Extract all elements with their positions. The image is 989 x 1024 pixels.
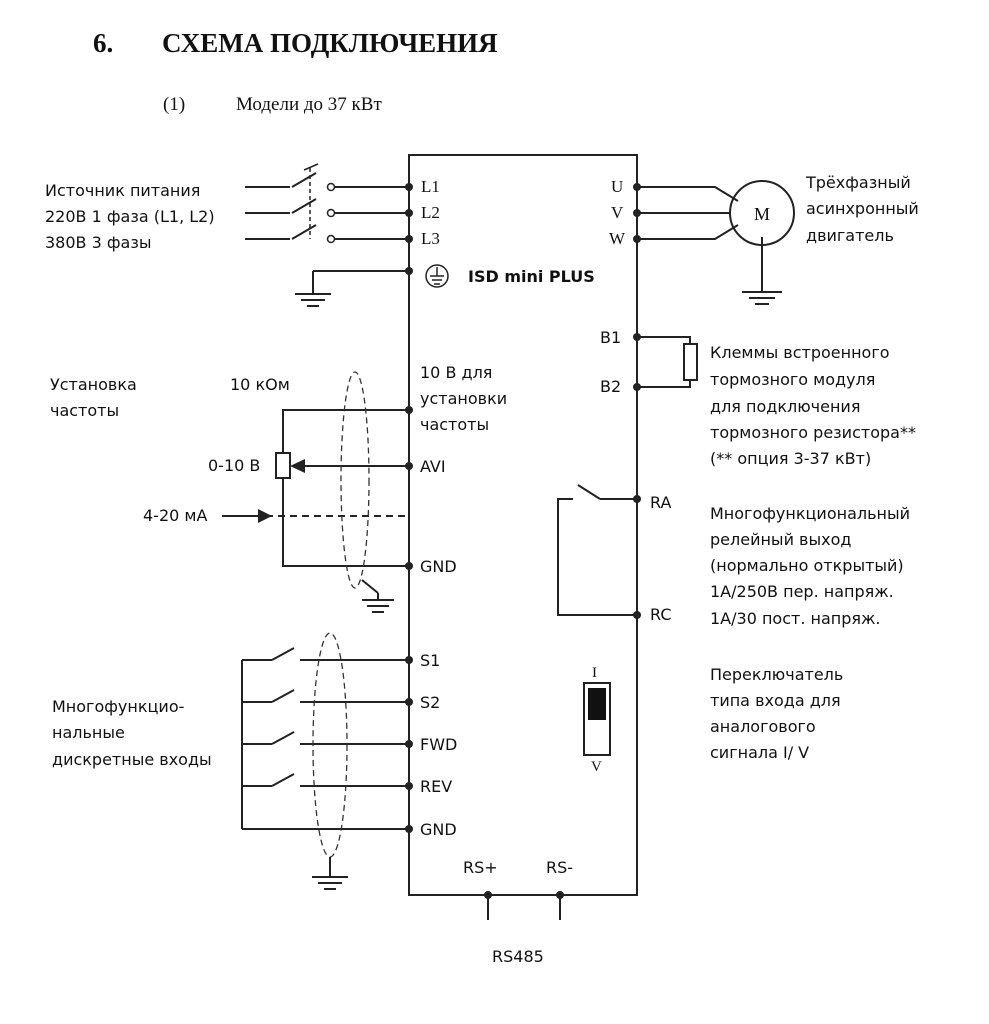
earth-ground-icon	[295, 270, 409, 307]
power-label-line-1: Источник питания	[45, 181, 200, 200]
terminal-s2-label: S2	[420, 693, 440, 712]
terminal-l3-dot	[405, 235, 413, 243]
rs485-label: RS485	[492, 947, 544, 966]
terminal-rev-label: REV	[420, 777, 452, 796]
device-box	[408, 154, 638, 896]
freq-pot-value: 10 кОм	[230, 375, 290, 394]
terminal-fwd-dot	[405, 740, 413, 748]
power-label-line-3: 380В 3 фазы	[45, 233, 152, 252]
brake-label-line-1: Клеммы встроенного	[710, 343, 890, 362]
freq-label-line-2: частоты	[50, 401, 119, 420]
terminal-ra-dot	[633, 495, 641, 503]
relay-label-line-4: 1А/250В пер. напряж.	[710, 582, 894, 601]
device-name: ISD mini PLUS	[468, 267, 595, 286]
freq-voltage-label: 0-10 В	[208, 456, 260, 475]
motor-label-line-2: асинхронный	[806, 199, 919, 218]
terminal-l3-label: L3	[421, 229, 440, 248]
motor-icon	[729, 180, 795, 246]
switch-label-line-2: типа входа для	[710, 691, 841, 710]
terminal-gnd1-label: GND	[420, 557, 457, 576]
section-number: 6.	[93, 28, 113, 58]
terminal-pe-dot	[405, 267, 413, 275]
freq-ref-line-1: 10 В для	[420, 363, 492, 382]
terminal-rs-plus-dot	[484, 891, 492, 899]
digital-label-line-2: нальные	[52, 723, 125, 742]
brake-label-line-5: (** опция 3-37 кВт)	[710, 449, 871, 468]
brake-label-line-3: для подключения	[710, 397, 860, 416]
motor-label-line-1: Трёхфазный	[805, 173, 911, 192]
terminal-l1-dot	[405, 183, 413, 191]
relay-label-line-3: (нормально открытый)	[710, 556, 904, 575]
terminal-b2-label: B2	[600, 377, 621, 396]
terminal-ra-label: RA	[650, 493, 671, 512]
freq-ref-line-3: частоты	[420, 415, 489, 434]
terminal-gnd2-label: GND	[420, 820, 457, 839]
power-breaker-icon	[245, 163, 409, 244]
switch-label-line-3: аналогового	[710, 717, 816, 736]
freq-label-line-1: Установка	[50, 375, 137, 394]
digital-shield-icon	[312, 632, 348, 890]
power-label-line-2: 220В 1 фаза (L1, L2)	[45, 207, 215, 226]
iv-switch-icon	[583, 682, 611, 756]
terminal-rs-plus-label: RS+	[463, 858, 498, 877]
freq-ref-line-2: установки	[420, 389, 507, 408]
potentiometer-icon	[275, 452, 291, 479]
terminal-l2-dot	[405, 209, 413, 217]
brake-label-line-2: тормозного модуля	[710, 370, 875, 389]
terminal-u-label: U	[611, 177, 623, 196]
terminal-s1-label: S1	[420, 651, 440, 670]
terminal-gnd2-dot	[405, 825, 413, 833]
brake-label-line-4: тормозного резистора**	[710, 423, 916, 442]
digital-inputs-wiring	[241, 647, 409, 830]
switch-bottom-label: V	[591, 759, 602, 775]
terminal-w-label: W	[609, 229, 626, 248]
terminal-avi-label: AVI	[420, 457, 446, 476]
digital-label-line-1: Многофункцио-	[52, 697, 184, 716]
switch-label-line-4: сигнала I/ V	[710, 743, 809, 762]
terminal-rc-dot	[633, 611, 641, 619]
terminal-v-label: V	[611, 203, 624, 222]
relay-label-line-1: Многофункциональный	[710, 504, 910, 523]
motor-symbol: M	[754, 204, 770, 224]
relay-contact-icon	[557, 484, 637, 616]
freq-wiring	[222, 409, 409, 567]
subsection-title: Модели до 37 кВт	[236, 94, 382, 115]
switch-label-line-1: Переключатель	[710, 665, 843, 684]
terminal-rc-label: RC	[650, 605, 672, 624]
terminal-avi-dot	[405, 462, 413, 470]
terminal-fwd-label: FWD	[420, 735, 457, 754]
terminal-rs-minus-label: RS-	[546, 858, 573, 877]
freq-current-label: 4-20 мА	[143, 506, 207, 525]
terminal-10v-dot	[405, 406, 413, 414]
relay-label-line-5: 1А/30 пост. напряж.	[710, 609, 881, 628]
relay-label-line-2: релейный выход	[710, 530, 851, 549]
brake-resistor-icon	[637, 336, 698, 388]
terminal-l1-label: L1	[421, 177, 440, 196]
terminal-s1-dot	[405, 656, 413, 664]
switch-top-label: I	[592, 665, 597, 681]
section-title: СХЕМА ПОДКЛЮЧЕНИЯ	[162, 28, 498, 58]
motor-wiring	[637, 186, 782, 305]
motor-label-line-3: двигатель	[806, 226, 894, 245]
terminal-gnd1-dot	[405, 562, 413, 570]
device-ground-icon	[425, 264, 449, 288]
subsection-number: (1)	[163, 94, 185, 115]
terminal-rs-minus-dot	[556, 891, 564, 899]
terminal-b1-label: B1	[600, 328, 621, 347]
digital-label-line-3: дискретные входы	[52, 750, 212, 769]
terminal-s2-dot	[405, 698, 413, 706]
terminal-l2-label: L2	[421, 203, 440, 222]
analog-shield-icon	[340, 371, 394, 613]
terminal-rev-dot	[405, 782, 413, 790]
